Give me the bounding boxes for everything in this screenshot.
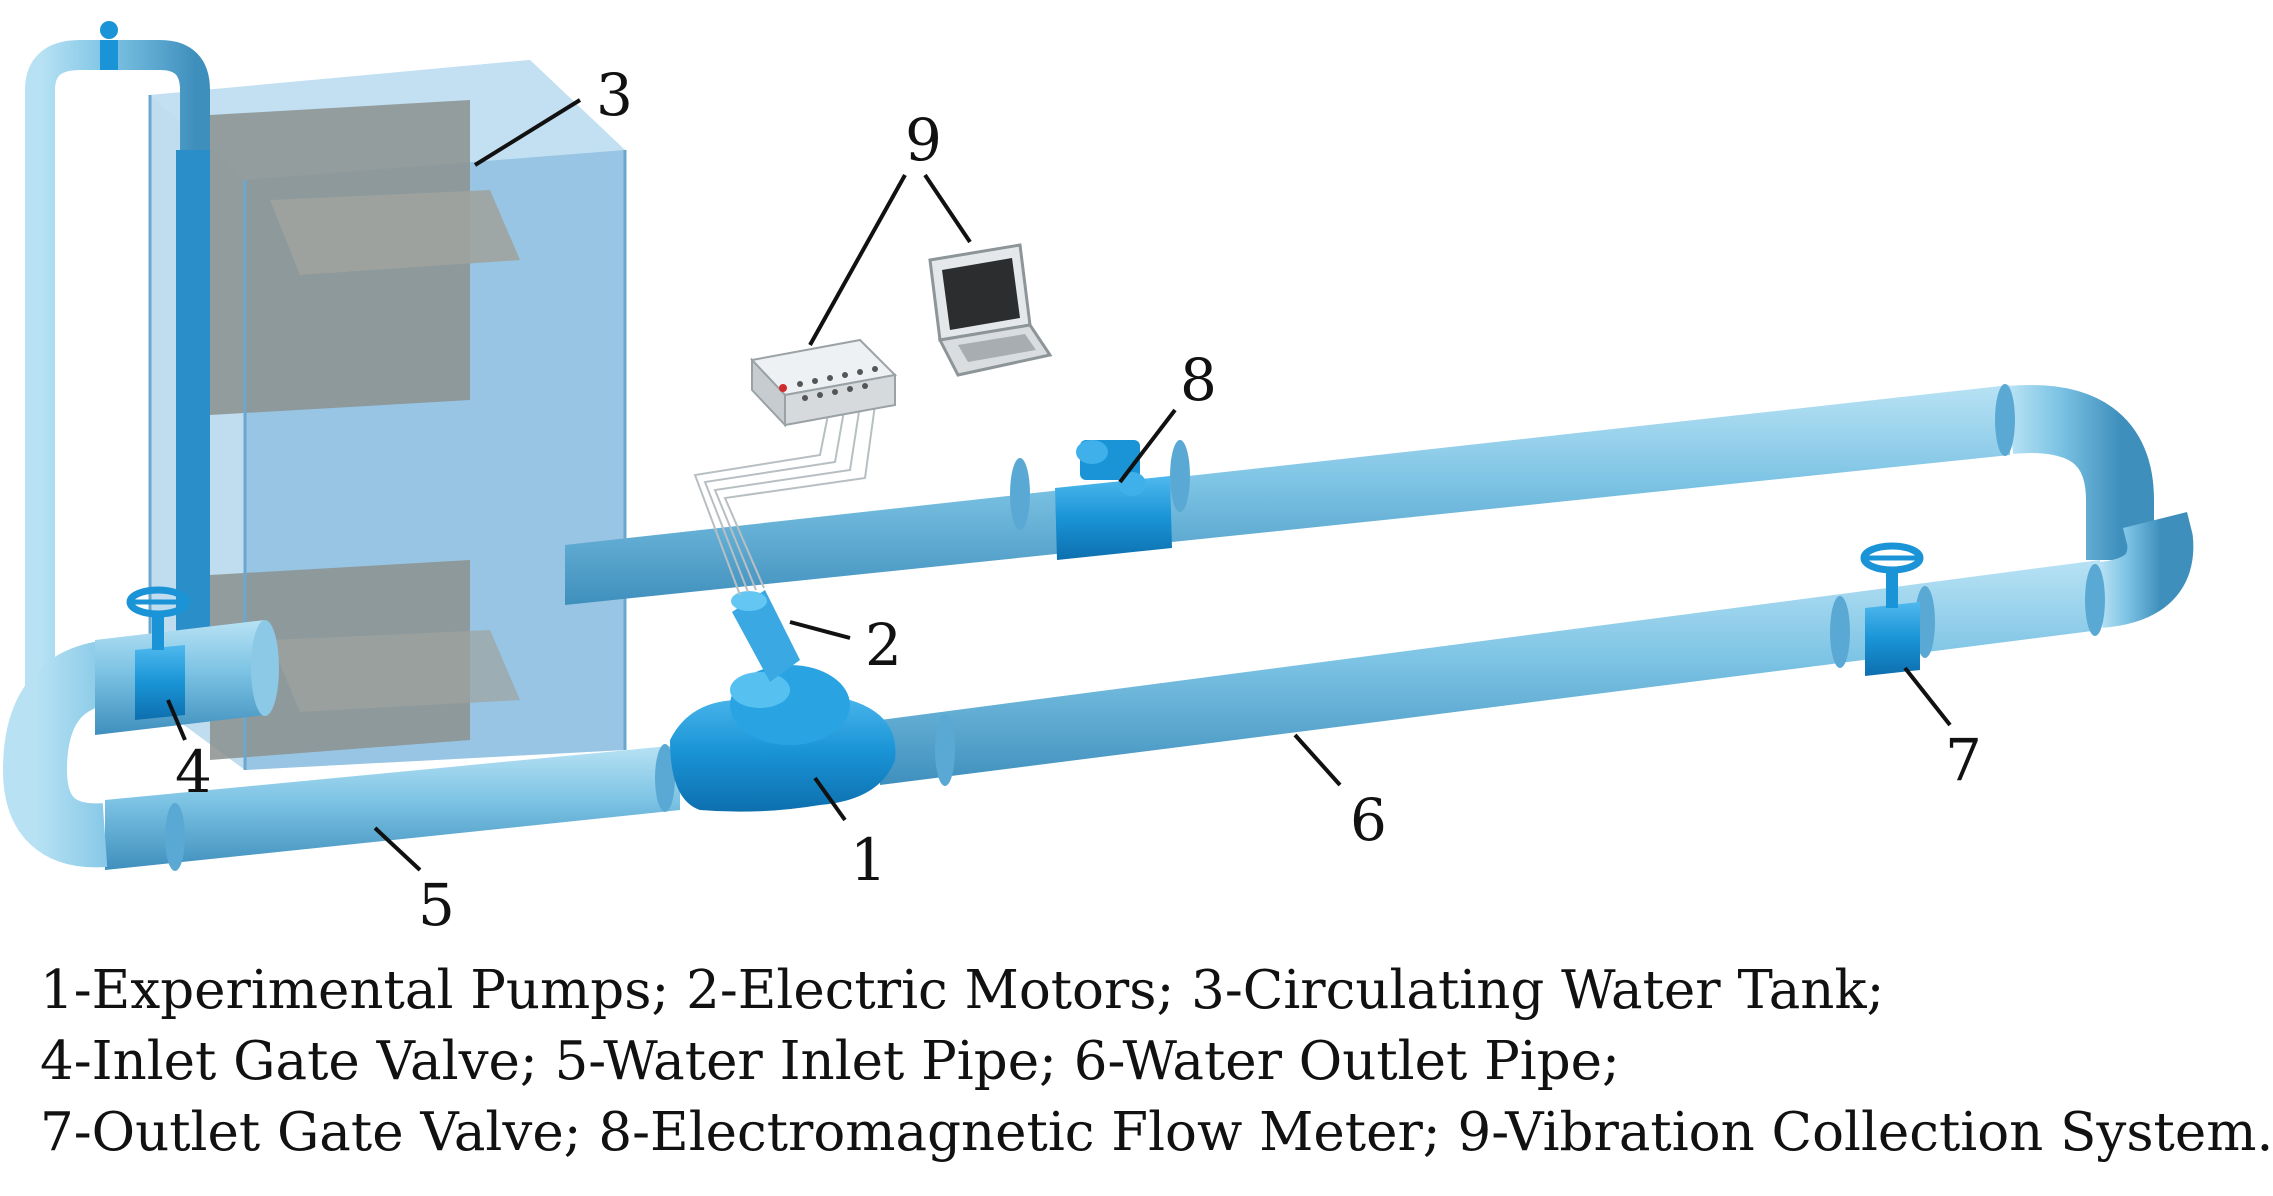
leader-9b — [923, 173, 972, 244]
legend-line-3: 7-Outlet Gate Valve; 8-Electromagnetic F… — [40, 1102, 2273, 1163]
leader-4 — [166, 699, 187, 741]
leader-3 — [473, 98, 582, 167]
leader-5 — [373, 826, 422, 872]
number-labels: 1 2 3 4 5 6 7 8 9 — [175, 61, 1982, 939]
label-7: 7 — [1945, 726, 1982, 794]
legend-line-2: 4-Inlet Gate Valve; 5-Water Inlet Pipe; … — [40, 1031, 1620, 1092]
label-3: 3 — [596, 61, 633, 129]
figure-legend: 1-Experimental Pumps; 2-Electric Motors;… — [40, 955, 2273, 1168]
leader-6 — [1293, 733, 1342, 787]
test-rig-diagram: 1 2 3 4 5 6 7 8 9 — [2, 21, 2194, 939]
vibration-collection-system — [750, 243, 1053, 428]
data-acquisition-box — [750, 338, 898, 428]
label-1: 1 — [850, 826, 887, 894]
label-6: 6 — [1350, 786, 1387, 854]
overflow-pipe — [25, 21, 210, 825]
water-outlet-pipe — [880, 511, 2194, 786]
outlet-pipe-upper — [565, 384, 2154, 605]
experimental-pump — [670, 665, 896, 812]
label-9: 9 — [905, 106, 942, 174]
electric-motor — [731, 590, 800, 682]
leader-lines — [166, 98, 1952, 872]
leader-8 — [1118, 408, 1177, 484]
sensor-cables — [693, 404, 876, 596]
leader-1 — [813, 776, 847, 822]
legend-line-1: 1-Experimental Pumps; 2-Electric Motors;… — [40, 960, 1885, 1021]
leader-9a — [808, 174, 907, 346]
electromagnetic-flow-meter — [1055, 440, 1172, 560]
circulating-water-tank — [148, 60, 627, 770]
label-5: 5 — [418, 871, 455, 939]
leader-7 — [1903, 666, 1952, 727]
leader-2 — [789, 620, 851, 640]
label-2: 2 — [865, 611, 902, 679]
outlet-gate-valve — [1860, 542, 1924, 676]
laptop — [928, 243, 1053, 377]
label-8: 8 — [1180, 346, 1217, 414]
inlet-gate-valve — [126, 586, 190, 720]
label-4: 4 — [175, 738, 212, 806]
